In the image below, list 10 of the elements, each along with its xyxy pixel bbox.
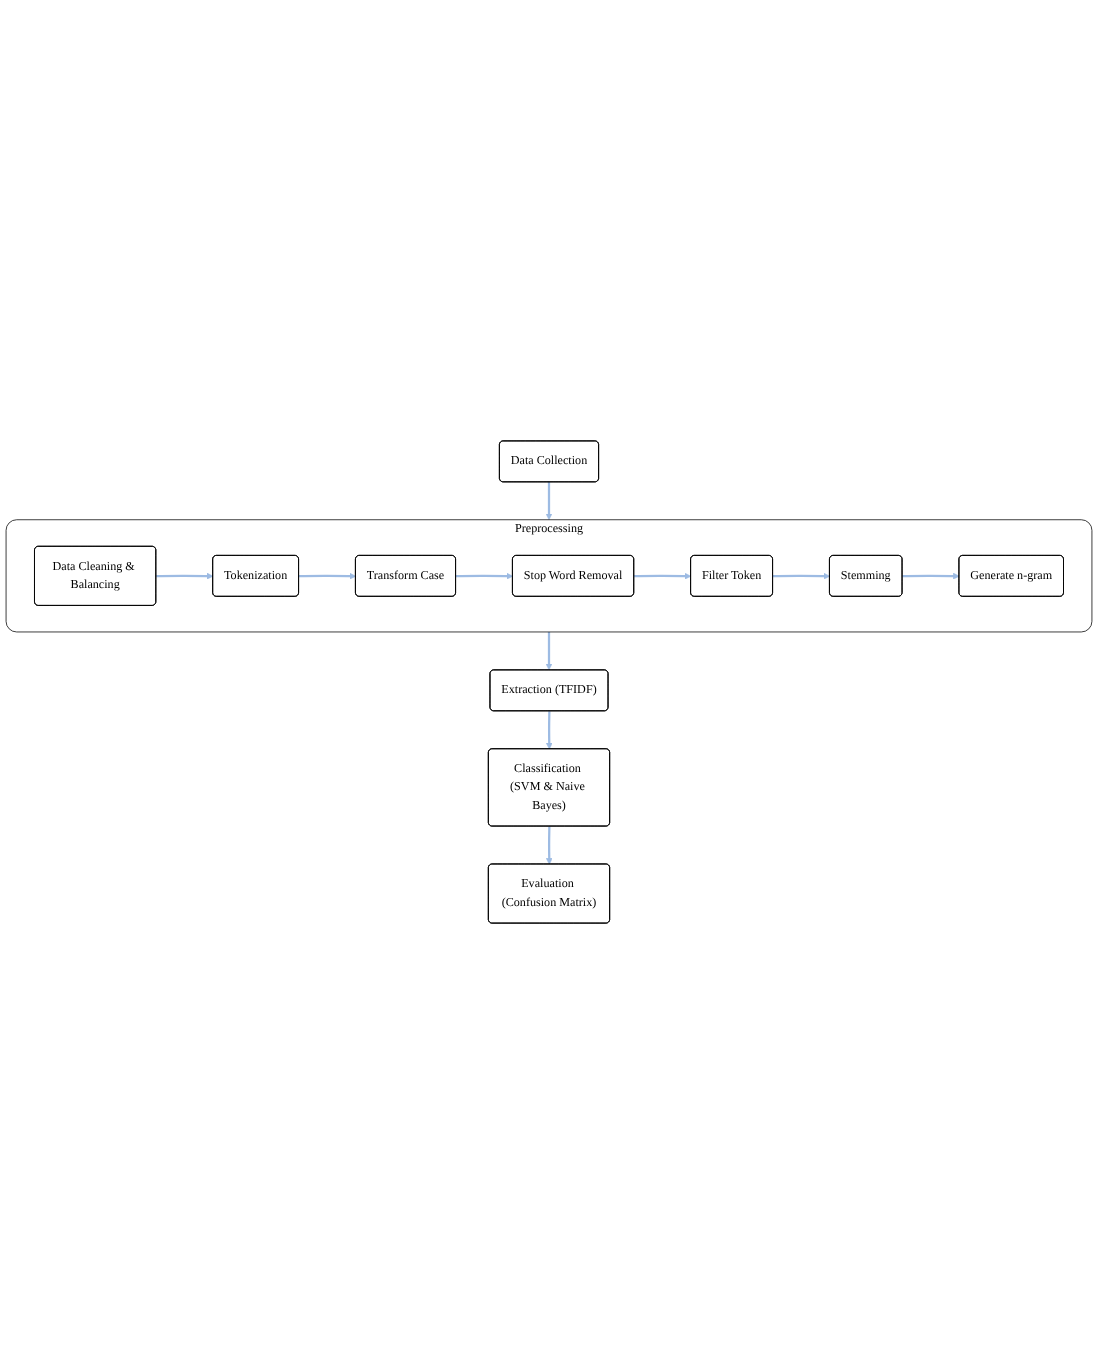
arrow xyxy=(298,572,357,580)
arrow xyxy=(545,826,553,865)
arrow xyxy=(455,572,514,580)
arrow xyxy=(634,572,692,580)
arrow xyxy=(545,481,553,521)
arrow xyxy=(156,572,214,580)
arrow xyxy=(545,631,553,671)
arrow xyxy=(772,572,831,580)
arrow xyxy=(545,711,553,750)
arrow xyxy=(902,572,960,580)
